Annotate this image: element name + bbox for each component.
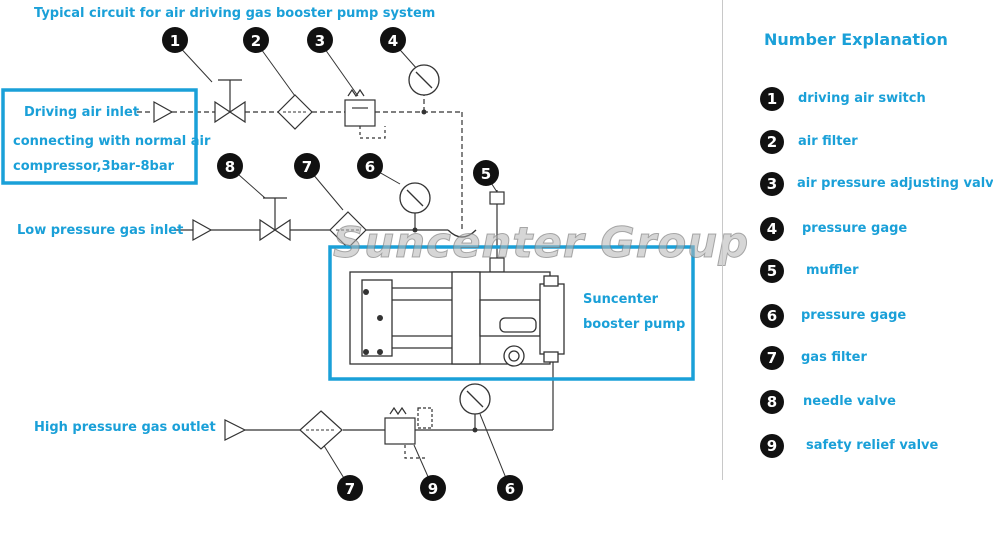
pump-label-2: booster pump <box>583 317 686 332</box>
callout-7b-marker <box>337 475 363 501</box>
legend-label: needle valve <box>803 394 896 409</box>
legend-number: 7 <box>760 346 784 370</box>
legend-number: 3 <box>760 172 784 196</box>
legend-label: driving air switch <box>798 91 926 106</box>
callout-2: 2 <box>251 32 261 50</box>
legend-label: pressure gage <box>802 221 908 236</box>
callout-4-marker <box>380 27 406 53</box>
callout-8-marker <box>217 153 243 179</box>
legend-label: air pressure adjusting valve <box>797 176 993 191</box>
legend-label: gas filter <box>801 350 867 365</box>
callout-4: 4 <box>388 32 398 50</box>
callout-6b: 6 <box>505 480 515 498</box>
panel-divider <box>722 0 723 480</box>
callout-8: 8 <box>225 158 235 176</box>
callout-1-marker <box>162 27 188 53</box>
legend-number: 8 <box>760 390 784 414</box>
callout-3: 3 <box>315 32 325 50</box>
driving-air-inlet-label: Driving air inlet <box>24 105 140 120</box>
legend-label: pressure gage <box>801 308 907 323</box>
callout-2-marker <box>243 27 269 53</box>
legend-number: 5 <box>760 259 784 283</box>
pump-label-1: Suncenter <box>583 292 659 307</box>
legend-label: air filter <box>798 134 858 149</box>
callout-6-marker <box>357 153 383 179</box>
watermark: Suncenter Group <box>332 218 750 268</box>
legend-number: 4 <box>760 217 784 241</box>
driving-air-frame <box>1 88 198 185</box>
callout-6: 6 <box>365 158 375 176</box>
legend-label: muffler <box>806 263 859 278</box>
callout-3-marker <box>307 27 333 53</box>
legend-number: 6 <box>760 304 784 328</box>
compressor-label-2: compressor,3bar-8bar <box>13 159 175 174</box>
callout-markers <box>162 27 523 501</box>
legend-number: 9 <box>760 434 784 458</box>
callout-9-marker <box>420 475 446 501</box>
high-pressure-outlet-label: High pressure gas outlet <box>34 420 216 435</box>
callout-7: 7 <box>302 158 312 176</box>
diagram-title: Typical circuit for air driving gas boos… <box>34 6 436 21</box>
legend-heading: Number Explanation <box>764 30 948 49</box>
legend-number: 1 <box>760 87 784 111</box>
legend-number: 2 <box>760 130 784 154</box>
callout-9: 9 <box>428 480 438 498</box>
callout-5-marker <box>473 160 499 186</box>
booster-pump-frame <box>328 245 695 381</box>
legend-label: safety relief valve <box>806 438 939 453</box>
compressor-label-1: connecting with normal air <box>13 134 211 149</box>
callout-5: 5 <box>481 165 491 183</box>
circuit-diagram: 1 2 3 4 5 6 7 8 7 9 6 <box>1 27 695 501</box>
callout-1: 1 <box>170 32 180 50</box>
callout-7-marker <box>294 153 320 179</box>
low-pressure-inlet-label: Low pressure gas inlet <box>17 223 184 238</box>
callout-6b-marker <box>497 475 523 501</box>
callout-7b: 7 <box>345 480 355 498</box>
